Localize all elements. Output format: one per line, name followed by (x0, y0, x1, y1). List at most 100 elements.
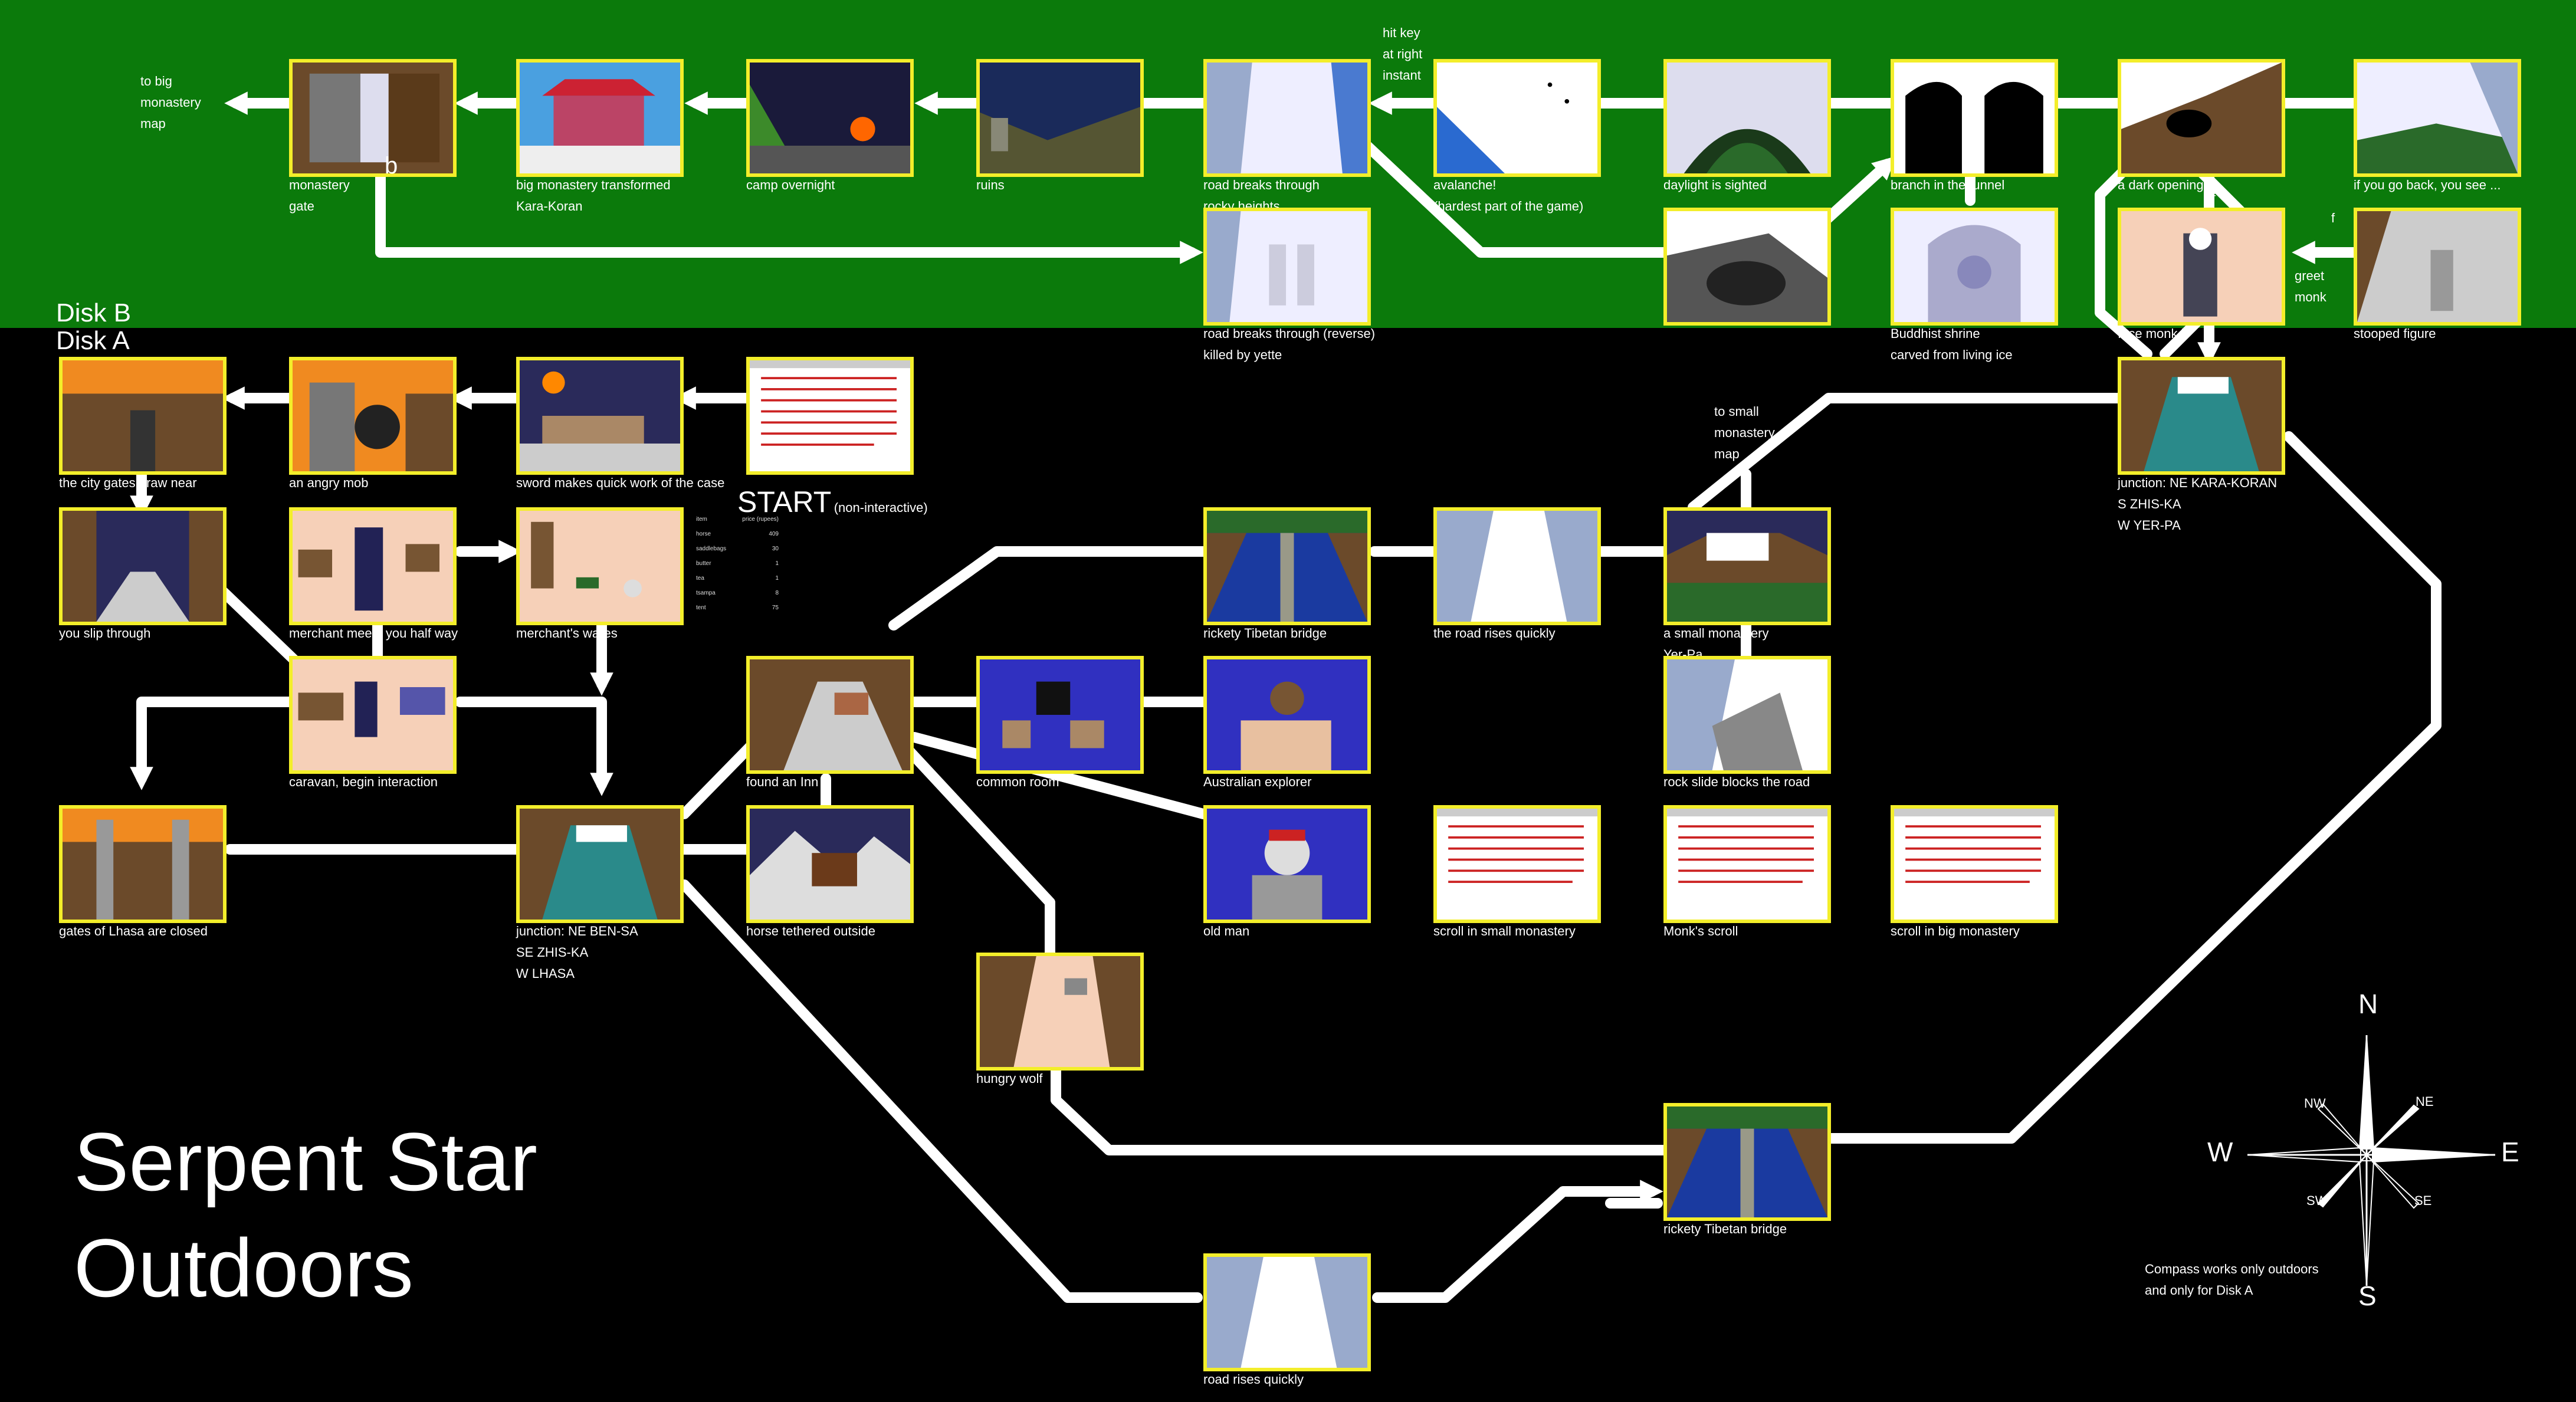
scene-s24 (1203, 507, 1371, 625)
scene-label: face monk b (2118, 326, 2188, 341)
scene-s1 (289, 59, 457, 177)
compass-n: N (2358, 989, 2378, 1019)
disk-b-label: Disk B (56, 298, 132, 327)
horse-icon (750, 809, 910, 920)
scene-s18 (516, 357, 684, 475)
scene-label: W YER-PA (2118, 518, 2181, 533)
scene-s35 (1203, 805, 1371, 923)
scene-label: a small monastery (1663, 626, 1769, 641)
scene-label: the road rises quickly (1433, 626, 1556, 641)
junction-icon (2121, 360, 2282, 471)
scene-label: road breaks through (1203, 178, 1320, 192)
compass-se: SE (2414, 1193, 2432, 1208)
scene-s34 (746, 805, 914, 923)
scene-label: junction: NE BEN-SA (516, 924, 638, 938)
scene-s32 (59, 805, 227, 923)
scene-s33 (516, 805, 684, 923)
scene-s39 (976, 953, 1144, 1071)
scene-label: sword makes quick work of the case (516, 475, 725, 490)
scene-label: carved from living ice (1891, 347, 2013, 362)
scene-label: the city gates draw near (59, 475, 197, 490)
scene-label: branch in the tunnel (1891, 178, 2005, 192)
scene-label: rock slide blocks the road (1663, 774, 1810, 789)
scene-s16 (59, 357, 227, 475)
scene-s41 (1203, 1253, 1371, 1371)
scene-s29 (976, 656, 1144, 774)
monastery-gate-icon (293, 63, 453, 173)
tunnel-icon (1894, 63, 2055, 173)
scene-label: gates of Lhasa are closed (59, 924, 208, 938)
mob-icon (293, 360, 453, 471)
scene-s28 (746, 656, 914, 774)
scene-s31 (1663, 656, 1831, 774)
start-note: (non-interactive) (833, 500, 928, 515)
ice-shrine-icon (1894, 211, 2055, 322)
road-rises-icon (1437, 511, 1597, 622)
common-room-icon (980, 659, 1140, 770)
avalanche-icon (1437, 63, 1597, 173)
scene-label: a dark opening (2118, 178, 2204, 192)
story-scroll-icon (750, 360, 910, 471)
scene-s38 (1891, 805, 2058, 923)
rope-bridge-icon (1207, 511, 1367, 622)
scene-label: merchant's wares (516, 626, 618, 641)
scene-label: rickety Tibetan bridge (1663, 1222, 1787, 1236)
compass-e: E (2501, 1137, 2519, 1167)
small-monastery-icon (1667, 511, 1827, 622)
sword-case-icon (520, 360, 680, 471)
scene-s5 (1203, 59, 1371, 177)
old-man-icon (1207, 809, 1367, 920)
scene-s17 (289, 357, 457, 475)
scene-label: S ZHIS-KA (2118, 497, 2181, 511)
disk-a-label: Disk A (56, 326, 130, 355)
ruins-icon (980, 63, 1140, 173)
scene-label: rickety Tibetan bridge (1203, 626, 1327, 641)
scene-s6 (1433, 59, 1601, 177)
compass-ne: NE (2416, 1094, 2434, 1109)
scene-label: found an Inn (746, 774, 819, 789)
scene-s30 (1203, 656, 1371, 774)
cliff-icon (1207, 63, 1367, 173)
wolf-icon (980, 956, 1140, 1067)
scene-label: avalanche! (1433, 178, 1497, 192)
scene-label: hungry wolf (976, 1071, 1043, 1086)
scene-label: W LHASA (516, 966, 575, 981)
scene-s9 (2118, 59, 2285, 177)
scene-s25 (1433, 507, 1601, 625)
scene-label: merchant meets you half way (289, 626, 458, 641)
scene-label: scroll in big monastery (1891, 924, 2020, 938)
pagoda-icon (520, 63, 680, 173)
f-marker-2: f (2331, 211, 2335, 225)
scene-s19 (746, 357, 914, 475)
caravan-icon (293, 659, 453, 770)
scene-s8 (1891, 59, 2058, 177)
compass-nw: NW (2304, 1096, 2326, 1111)
scene-s26 (1663, 507, 1831, 625)
scene-label: caravan, begin interaction (289, 774, 438, 789)
explorer-icon (1207, 659, 1367, 770)
scene-label: daylight is sighted (1663, 178, 1767, 192)
mountain-view-icon (2357, 63, 2518, 173)
scene-s21 (59, 507, 227, 625)
scene-label: junction: NE KARA-KORAN (2118, 475, 2278, 490)
scene-label: monastery (289, 178, 350, 192)
scene-s36 (1433, 805, 1601, 923)
scene-label: Monk's scroll (1663, 924, 1738, 938)
scene-label: common room (976, 774, 1059, 789)
stooped-figure-icon (2357, 211, 2518, 322)
junction-icon (520, 809, 680, 920)
scene-s11 (1203, 208, 1371, 326)
scene-label: camp overnight (746, 178, 835, 192)
scene-label: gate (289, 199, 314, 214)
yeti-icon (1207, 211, 1367, 322)
compass-icon (2247, 1035, 2496, 1286)
